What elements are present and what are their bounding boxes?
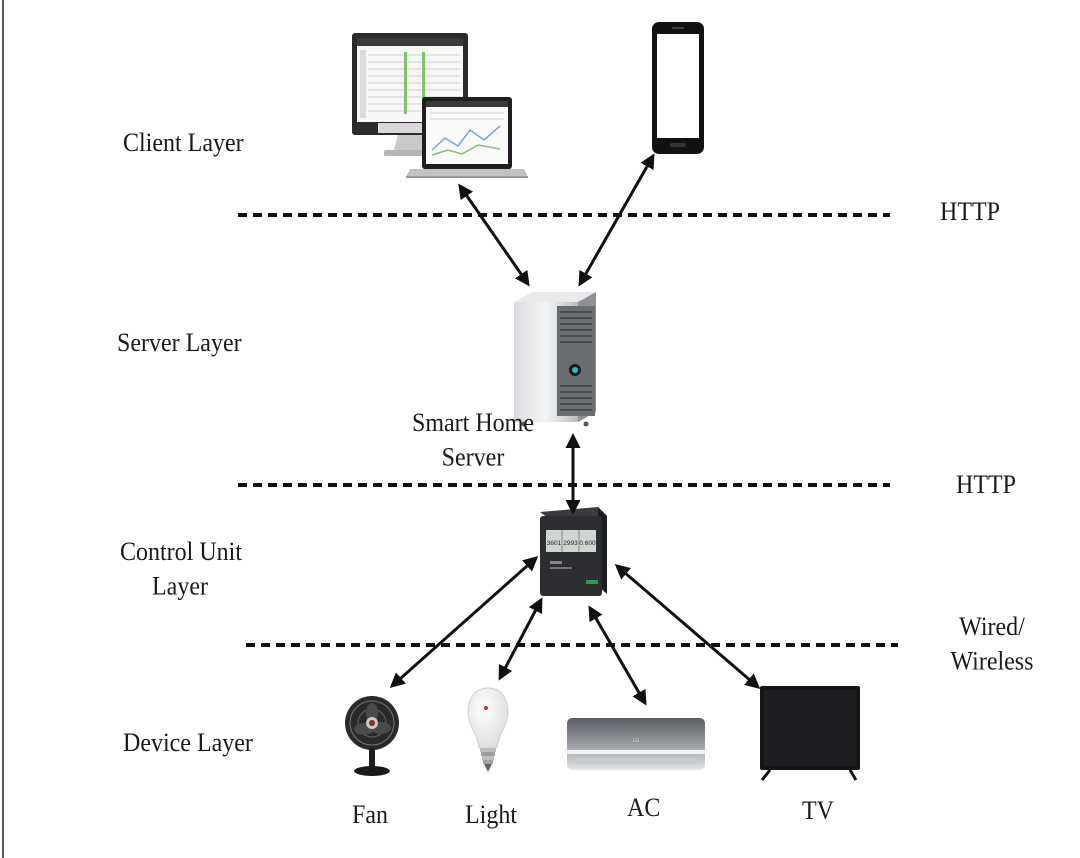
server-layer-label: Server Layer [117,329,242,358]
control-unit-layer-label-line2: Layer [152,573,208,602]
control-unit-reading-1: 3601 [547,540,562,547]
server-caption-line2: Server [441,444,505,473]
arrow-laptop-server [458,183,530,287]
server-caption-line1: Smart Home [412,409,534,438]
fan-icon [345,696,399,776]
protocol-label-server-control: HTTP [956,471,1016,500]
device-label-tv: TV [802,797,834,826]
air-conditioner-icon: LG [567,718,705,770]
arrow-control-unit-light [498,597,543,681]
laptop-icon [406,97,528,178]
control-unit-layer-label-line1: Control Unit [120,538,243,567]
bulb-icon [467,687,509,772]
protocol-label-control-device: Wired/ Wireless [944,610,1040,680]
protocol-label-line1: Wired/ [959,613,1025,642]
svg-text:LG: LG [633,738,640,744]
arrow-control-unit-fan [389,556,539,688]
device-layer-label: Device Layer [123,729,253,758]
client-layer-label: Client Layer [123,129,244,158]
tv-icon [760,686,860,781]
control-unit-layer-label: Control Unit Layer [120,535,243,605]
arrow-phone-server [578,153,655,287]
control-unit-reading-3: 0.600 [579,540,596,547]
arrow-control-unit-ac [588,605,647,706]
control-unit-icon: 3601 2993 0.600 [540,507,607,596]
smartphone-icon [652,22,704,154]
left-border [2,0,4,858]
arrow-control-unit-tv [614,564,761,689]
device-label-fan: Fan [352,801,388,830]
protocol-label-line2: Wireless [950,648,1034,677]
server-caption: Smart Home Server [408,406,538,476]
device-label-light: Light [465,801,517,830]
protocol-label-client-server: HTTP [940,198,1000,227]
server-tower-icon [514,292,596,427]
control-unit-reading-2: 2993 [563,540,578,547]
device-label-ac: AC [627,794,661,823]
